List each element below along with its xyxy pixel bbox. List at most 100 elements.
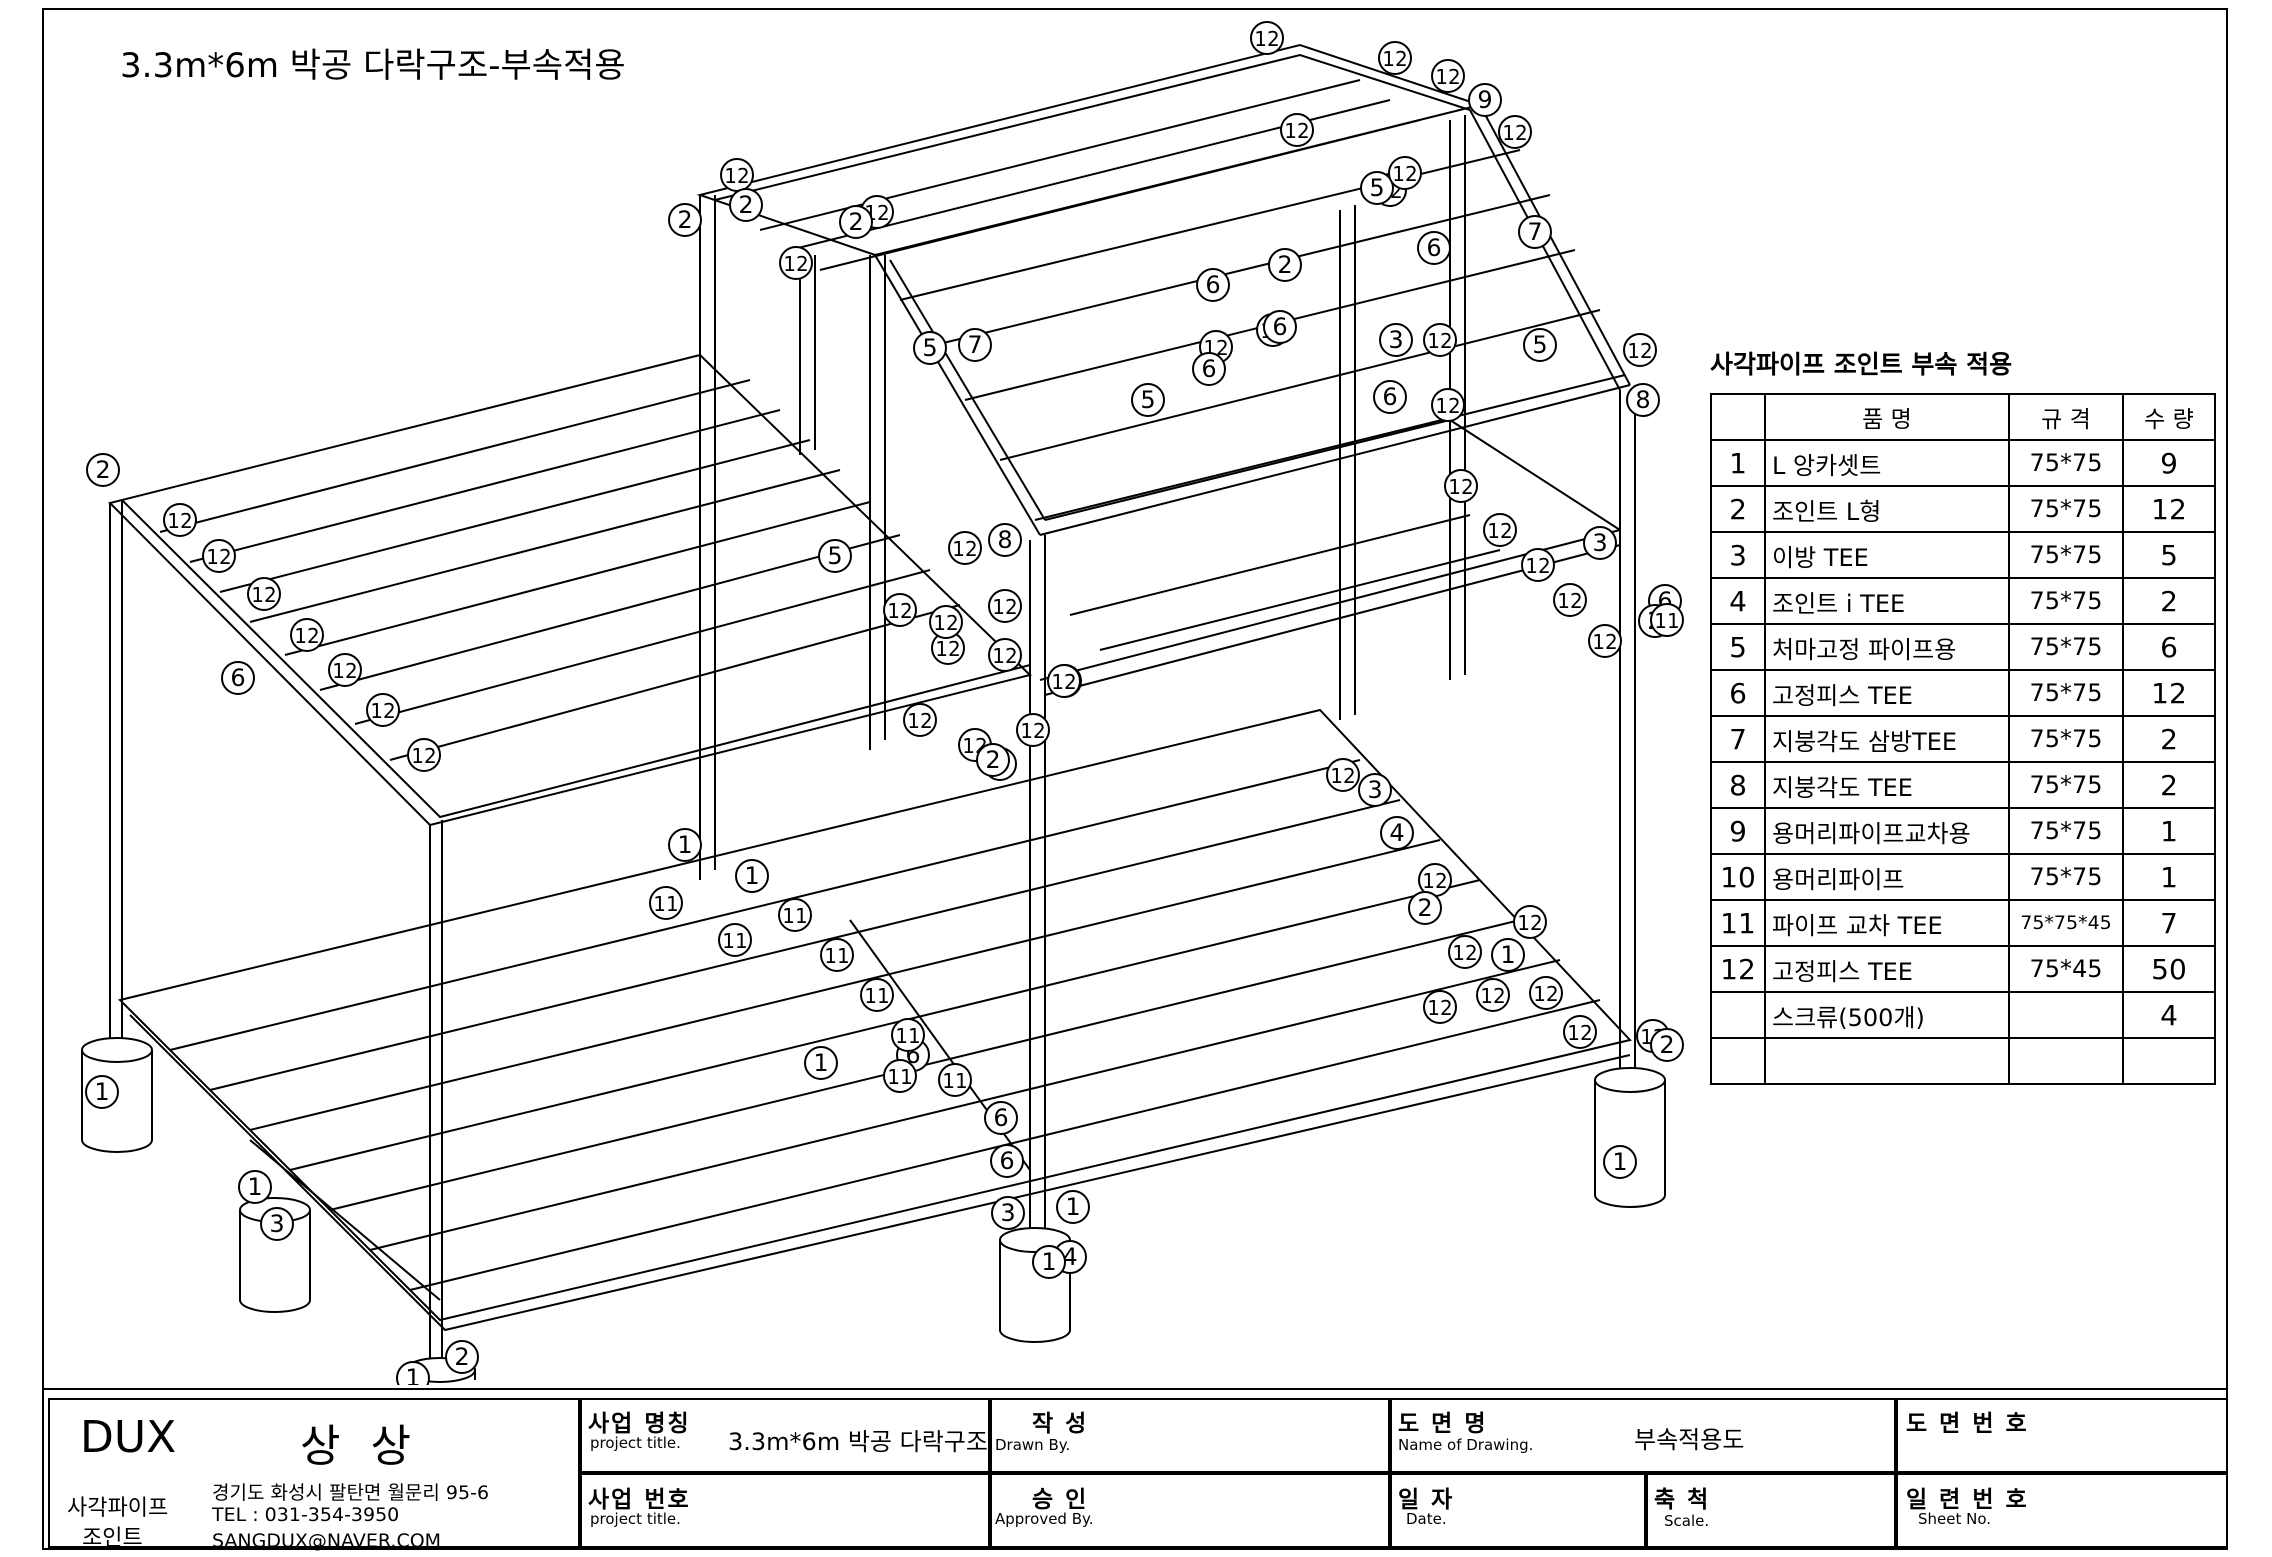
callout-circle <box>1388 156 1422 190</box>
callout-label: 6 <box>230 664 245 692</box>
parts-no-cell: 1 <box>1710 439 1766 487</box>
callout-label: 12 <box>1392 162 1417 186</box>
title-block: DUX 상 상 사각파이프 조인트 경기도 화성시 팔탄면 월문리 95-6 T… <box>42 1388 2228 1552</box>
callout-label: 12 <box>1254 27 1279 51</box>
callout-12: 12 <box>1483 513 1517 547</box>
callout-12: 12 <box>779 246 813 280</box>
callout-5: 5 <box>1523 328 1557 362</box>
callout-circle <box>85 1075 119 1109</box>
callout-11: 11 <box>778 898 812 932</box>
callout-label: 1 <box>677 831 692 859</box>
parts-name-cell: 고정피스 TEE <box>1764 669 2010 717</box>
callout-1: 1 <box>804 1046 838 1080</box>
callout-circle <box>938 1063 972 1097</box>
callout-circle <box>1268 248 1302 282</box>
callout-label: 12 <box>1382 47 1407 71</box>
callout-circle <box>729 188 763 222</box>
callout-2: 2 <box>668 203 702 237</box>
callout-1: 1 <box>1056 1190 1090 1224</box>
parts-qty-cell: 2 <box>2122 761 2216 809</box>
callout-circle <box>1016 713 1050 747</box>
callout-12: 12 <box>247 577 281 611</box>
callout-label: 7 <box>1527 218 1542 246</box>
callout-circle <box>1448 935 1482 969</box>
callout-circle <box>839 205 873 239</box>
callout-label: 11 <box>782 904 807 928</box>
parts-qty-cell: 9 <box>2122 439 2216 487</box>
callout-label: 12 <box>1020 719 1045 743</box>
callout-circle <box>1444 469 1478 503</box>
callout-4: 4 <box>1380 816 1414 850</box>
callout-label: 12 <box>1051 670 1076 694</box>
callout-12: 12 <box>1513 905 1547 939</box>
callout-circle <box>988 523 1022 557</box>
callout-label: 11 <box>824 944 849 968</box>
callout-circle <box>1373 380 1407 414</box>
callout-circle <box>1431 388 1465 422</box>
callout-label: 12 <box>1284 119 1309 143</box>
callout-12: 12 <box>720 158 754 192</box>
parts-spec-cell <box>2008 991 2124 1039</box>
parts-name-cell: 지붕각도 삼방TEE <box>1764 715 2010 763</box>
callout-11: 11 <box>649 886 683 920</box>
callout-3: 3 <box>991 1196 1025 1230</box>
callout-label: 1 <box>405 1364 420 1385</box>
callout-12: 12 <box>948 531 982 565</box>
callout-12: 12 <box>1388 156 1422 190</box>
callout-2: 2 <box>1650 1028 1684 1062</box>
project-no-cell <box>580 1473 990 1548</box>
project-name: 3.3m*6m 박공 다락구조 <box>728 1428 988 1456</box>
parts-no-cell: 11 <box>1710 899 1766 947</box>
project-name-label: 사업 명칭 <box>588 1411 691 1437</box>
parts-name-cell: 조인트 i TEE <box>1764 577 2010 625</box>
callout-6: 6 <box>221 661 255 695</box>
callout-12: 12 <box>1378 41 1412 75</box>
callout-label: 12 <box>1330 764 1355 788</box>
parts-spec-cell: 75*45 <box>2008 945 2124 993</box>
project-name-label-en: project title. <box>590 1434 681 1452</box>
callout-circle <box>1380 816 1414 850</box>
drawing-frame <box>42 8 2228 1550</box>
callout-circle <box>221 661 255 695</box>
callout-circle <box>1588 624 1622 658</box>
callout-6: 6 <box>1196 268 1230 302</box>
callout-circle <box>1192 352 1226 386</box>
callout-circle <box>1263 310 1297 344</box>
parts-no-cell: 4 <box>1710 577 1766 625</box>
callout-circle <box>820 938 854 972</box>
callout-label: 12 <box>294 624 319 648</box>
callout-circle <box>1358 773 1392 807</box>
callout-label: 12 <box>1480 984 1505 1008</box>
callout-circle <box>1280 113 1314 147</box>
callout-label: 8 <box>1635 386 1650 414</box>
parts-spec-cell: 75*75 <box>2008 531 2124 579</box>
parts-spec-cell: 75*75*45 <box>2008 899 2124 947</box>
scale-label-en: Scale. <box>1664 1512 1710 1530</box>
callout-label: 11 <box>895 1024 920 1048</box>
parts-name-cell: L 앙카셋트 <box>1764 439 2010 487</box>
callout-12: 12 <box>988 589 1022 623</box>
callout-7: 7 <box>1518 215 1552 249</box>
callout-label: 12 <box>1435 394 1460 418</box>
product-line2: 조인트 <box>82 1526 143 1551</box>
callout-label: 11 <box>653 892 678 916</box>
callout-circle <box>163 503 197 537</box>
project-no-label-en: project title. <box>590 1510 681 1528</box>
callout-3: 3 <box>1379 323 1413 357</box>
post-footings <box>81 1037 1666 1383</box>
parts-name-cell: 지붕각도 TEE <box>1764 761 2010 809</box>
callout-label: 3 <box>1388 326 1403 354</box>
callout-12: 12 <box>1423 990 1457 1024</box>
parts-qty-cell: 50 <box>2122 945 2216 993</box>
callout-1: 1 <box>1603 1145 1637 1179</box>
callout-label: 12 <box>783 252 808 276</box>
spec-header: 규 격 <box>2008 393 2124 441</box>
callout-12: 12 <box>366 693 400 727</box>
callout-circle <box>913 331 947 365</box>
callout-circle <box>1583 526 1617 560</box>
callout-circle <box>1553 583 1587 617</box>
callout-1: 1 <box>238 1170 272 1204</box>
parts-no-cell: 10 <box>1710 853 1766 901</box>
callout-circle <box>1523 328 1557 362</box>
